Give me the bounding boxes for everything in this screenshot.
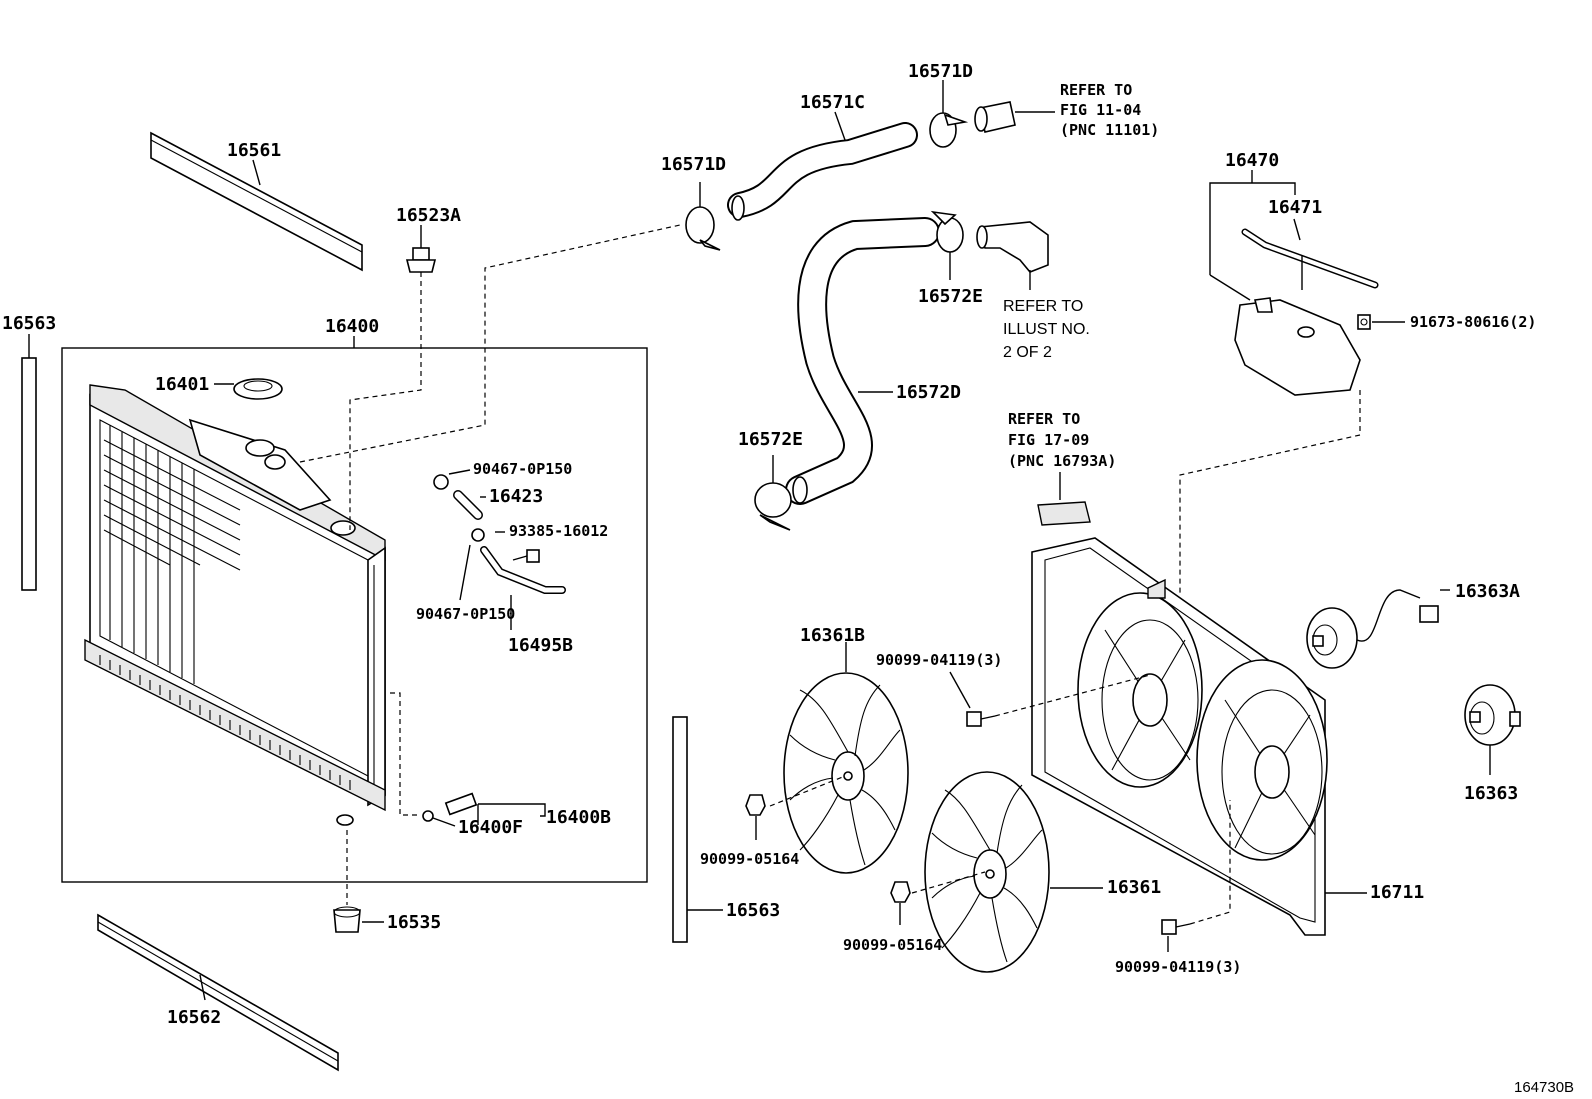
figure-id: 164730B	[1514, 1079, 1574, 1096]
reservoir-hose-16471[interactable]	[1241, 228, 1379, 290]
filler-neck	[245, 439, 286, 470]
seal-side-right-16563[interactable]	[672, 716, 688, 943]
fan-shroud-16711[interactable]	[1031, 537, 1328, 936]
clamp-16571D-left[interactable]	[685, 206, 721, 251]
label-plate-refer-fig-17-09[interactable]	[1037, 501, 1091, 526]
part-label-16572E-left[interactable]: 16572E	[738, 429, 803, 450]
ref-illust-line3: 2 OF 2	[1003, 344, 1052, 361]
fan-motor-16363[interactable]	[1464, 684, 1521, 746]
part-label-16561[interactable]: 16561	[227, 140, 281, 161]
clamp-16571D-top[interactable]	[929, 112, 969, 148]
part-label-93385-16012[interactable]: 93385-16012	[509, 522, 608, 540]
clamp-90467-bottom[interactable]	[471, 528, 485, 542]
part-label-16471[interactable]: 16471	[1268, 197, 1322, 218]
ref-fig-17-09-line1: REFER TO	[1008, 410, 1080, 428]
bolt-90099-04119-bottom[interactable]	[1161, 919, 1191, 935]
hose-16572D[interactable]	[785, 217, 940, 505]
part-label-16572E-top[interactable]: 16572E	[918, 286, 983, 307]
ref-fig-17-09-line3: (PNC 16793A)	[1008, 452, 1116, 470]
ref-illust-line1: REFER TO	[1003, 298, 1083, 315]
cushion-16523A[interactable]	[405, 247, 437, 273]
outlet-refer-illust-2[interactable]	[976, 221, 1049, 273]
part-label-16361[interactable]: 16361	[1107, 877, 1161, 898]
part-label-16562[interactable]: 16562	[167, 1007, 221, 1028]
reservoir-tank-16470[interactable]	[1234, 297, 1361, 396]
bolt-90099-04119-top[interactable]	[966, 711, 996, 727]
ref-fig-11-04-line1: REFER TO	[1060, 81, 1132, 99]
part-label-90467-0P150-top[interactable]: 90467-0P150	[473, 460, 572, 478]
part-label-16400[interactable]: 16400	[325, 316, 379, 337]
drain-cock[interactable]	[422, 792, 478, 822]
seal-side-left-16563[interactable]	[21, 357, 37, 591]
clamp-16572E-top[interactable]	[930, 210, 964, 253]
part-label-16563-left[interactable]: 16563	[2, 313, 56, 334]
part-label-90467-0P150-bottom[interactable]: 90467-0P150	[416, 605, 515, 623]
clamp-16572E-left[interactable]	[754, 482, 792, 531]
bolt-93385[interactable]	[512, 549, 540, 563]
clamp-90467-top[interactable]	[433, 474, 449, 490]
part-label-90099-04119-top[interactable]: 90099-04119(3)	[876, 651, 1002, 669]
part-label-16401[interactable]: 16401	[155, 374, 209, 395]
part-label-16572D[interactable]: 16572D	[896, 382, 961, 403]
part-label-90099-05164-left[interactable]: 90099-05164	[700, 850, 799, 868]
part-label-90099-04119-bottom[interactable]: 90099-04119(3)	[1115, 958, 1241, 976]
ref-fig-11-04-line3: (PNC 11101)	[1060, 121, 1159, 139]
pipe-refer-fig-11-04[interactable]	[974, 101, 1016, 133]
nut-90099-05164-left[interactable]	[745, 794, 766, 816]
part-label-91673-80616[interactable]: 91673-80616(2)	[1410, 313, 1536, 331]
part-label-16361B[interactable]: 16361B	[800, 625, 865, 646]
seal-upper-16561[interactable]	[150, 131, 363, 272]
nut-90099-05164-right[interactable]	[890, 881, 911, 903]
ref-fig-11-04-line2: FIG 11-04	[1060, 101, 1141, 119]
pipe-16495B[interactable]	[480, 546, 566, 594]
hose-16571C[interactable]	[727, 122, 918, 221]
radiator-core[interactable]	[84, 384, 386, 826]
seal-lower-16562[interactable]	[97, 913, 339, 1072]
cushion-16535[interactable]	[333, 906, 361, 933]
part-label-16363[interactable]: 16363	[1464, 783, 1518, 804]
part-label-16423[interactable]: 16423	[489, 486, 543, 507]
fan-motor-16363A[interactable]	[1306, 589, 1439, 669]
fan-16361B[interactable]	[783, 672, 909, 874]
part-label-16495B[interactable]: 16495B	[508, 635, 573, 656]
part-label-90099-05164-right[interactable]: 90099-05164	[843, 936, 942, 954]
bolt-91673-80616[interactable]	[1357, 314, 1371, 330]
part-label-16363A[interactable]: 16363A	[1455, 581, 1520, 602]
radiator-cap[interactable]	[233, 378, 283, 400]
part-label-16571D-top[interactable]: 16571D	[908, 61, 973, 82]
part-label-16571C[interactable]: 16571C	[800, 92, 865, 113]
part-label-16563-right[interactable]: 16563	[726, 900, 780, 921]
fan-16361[interactable]	[924, 771, 1050, 973]
ref-illust-line2: ILLUST NO.	[1003, 321, 1090, 338]
part-label-16571D-left[interactable]: 16571D	[661, 154, 726, 175]
hose-16423[interactable]	[453, 490, 483, 520]
part-label-16400F[interactable]: 16400F	[458, 817, 523, 838]
part-label-16711[interactable]: 16711	[1370, 882, 1424, 903]
part-label-16535[interactable]: 16535	[387, 912, 441, 933]
part-label-16523A[interactable]: 16523A	[396, 205, 461, 226]
part-label-16400B[interactable]: 16400B	[546, 807, 611, 828]
ref-fig-17-09-line2: FIG 17-09	[1008, 431, 1089, 449]
part-label-16470[interactable]: 16470	[1225, 150, 1279, 171]
